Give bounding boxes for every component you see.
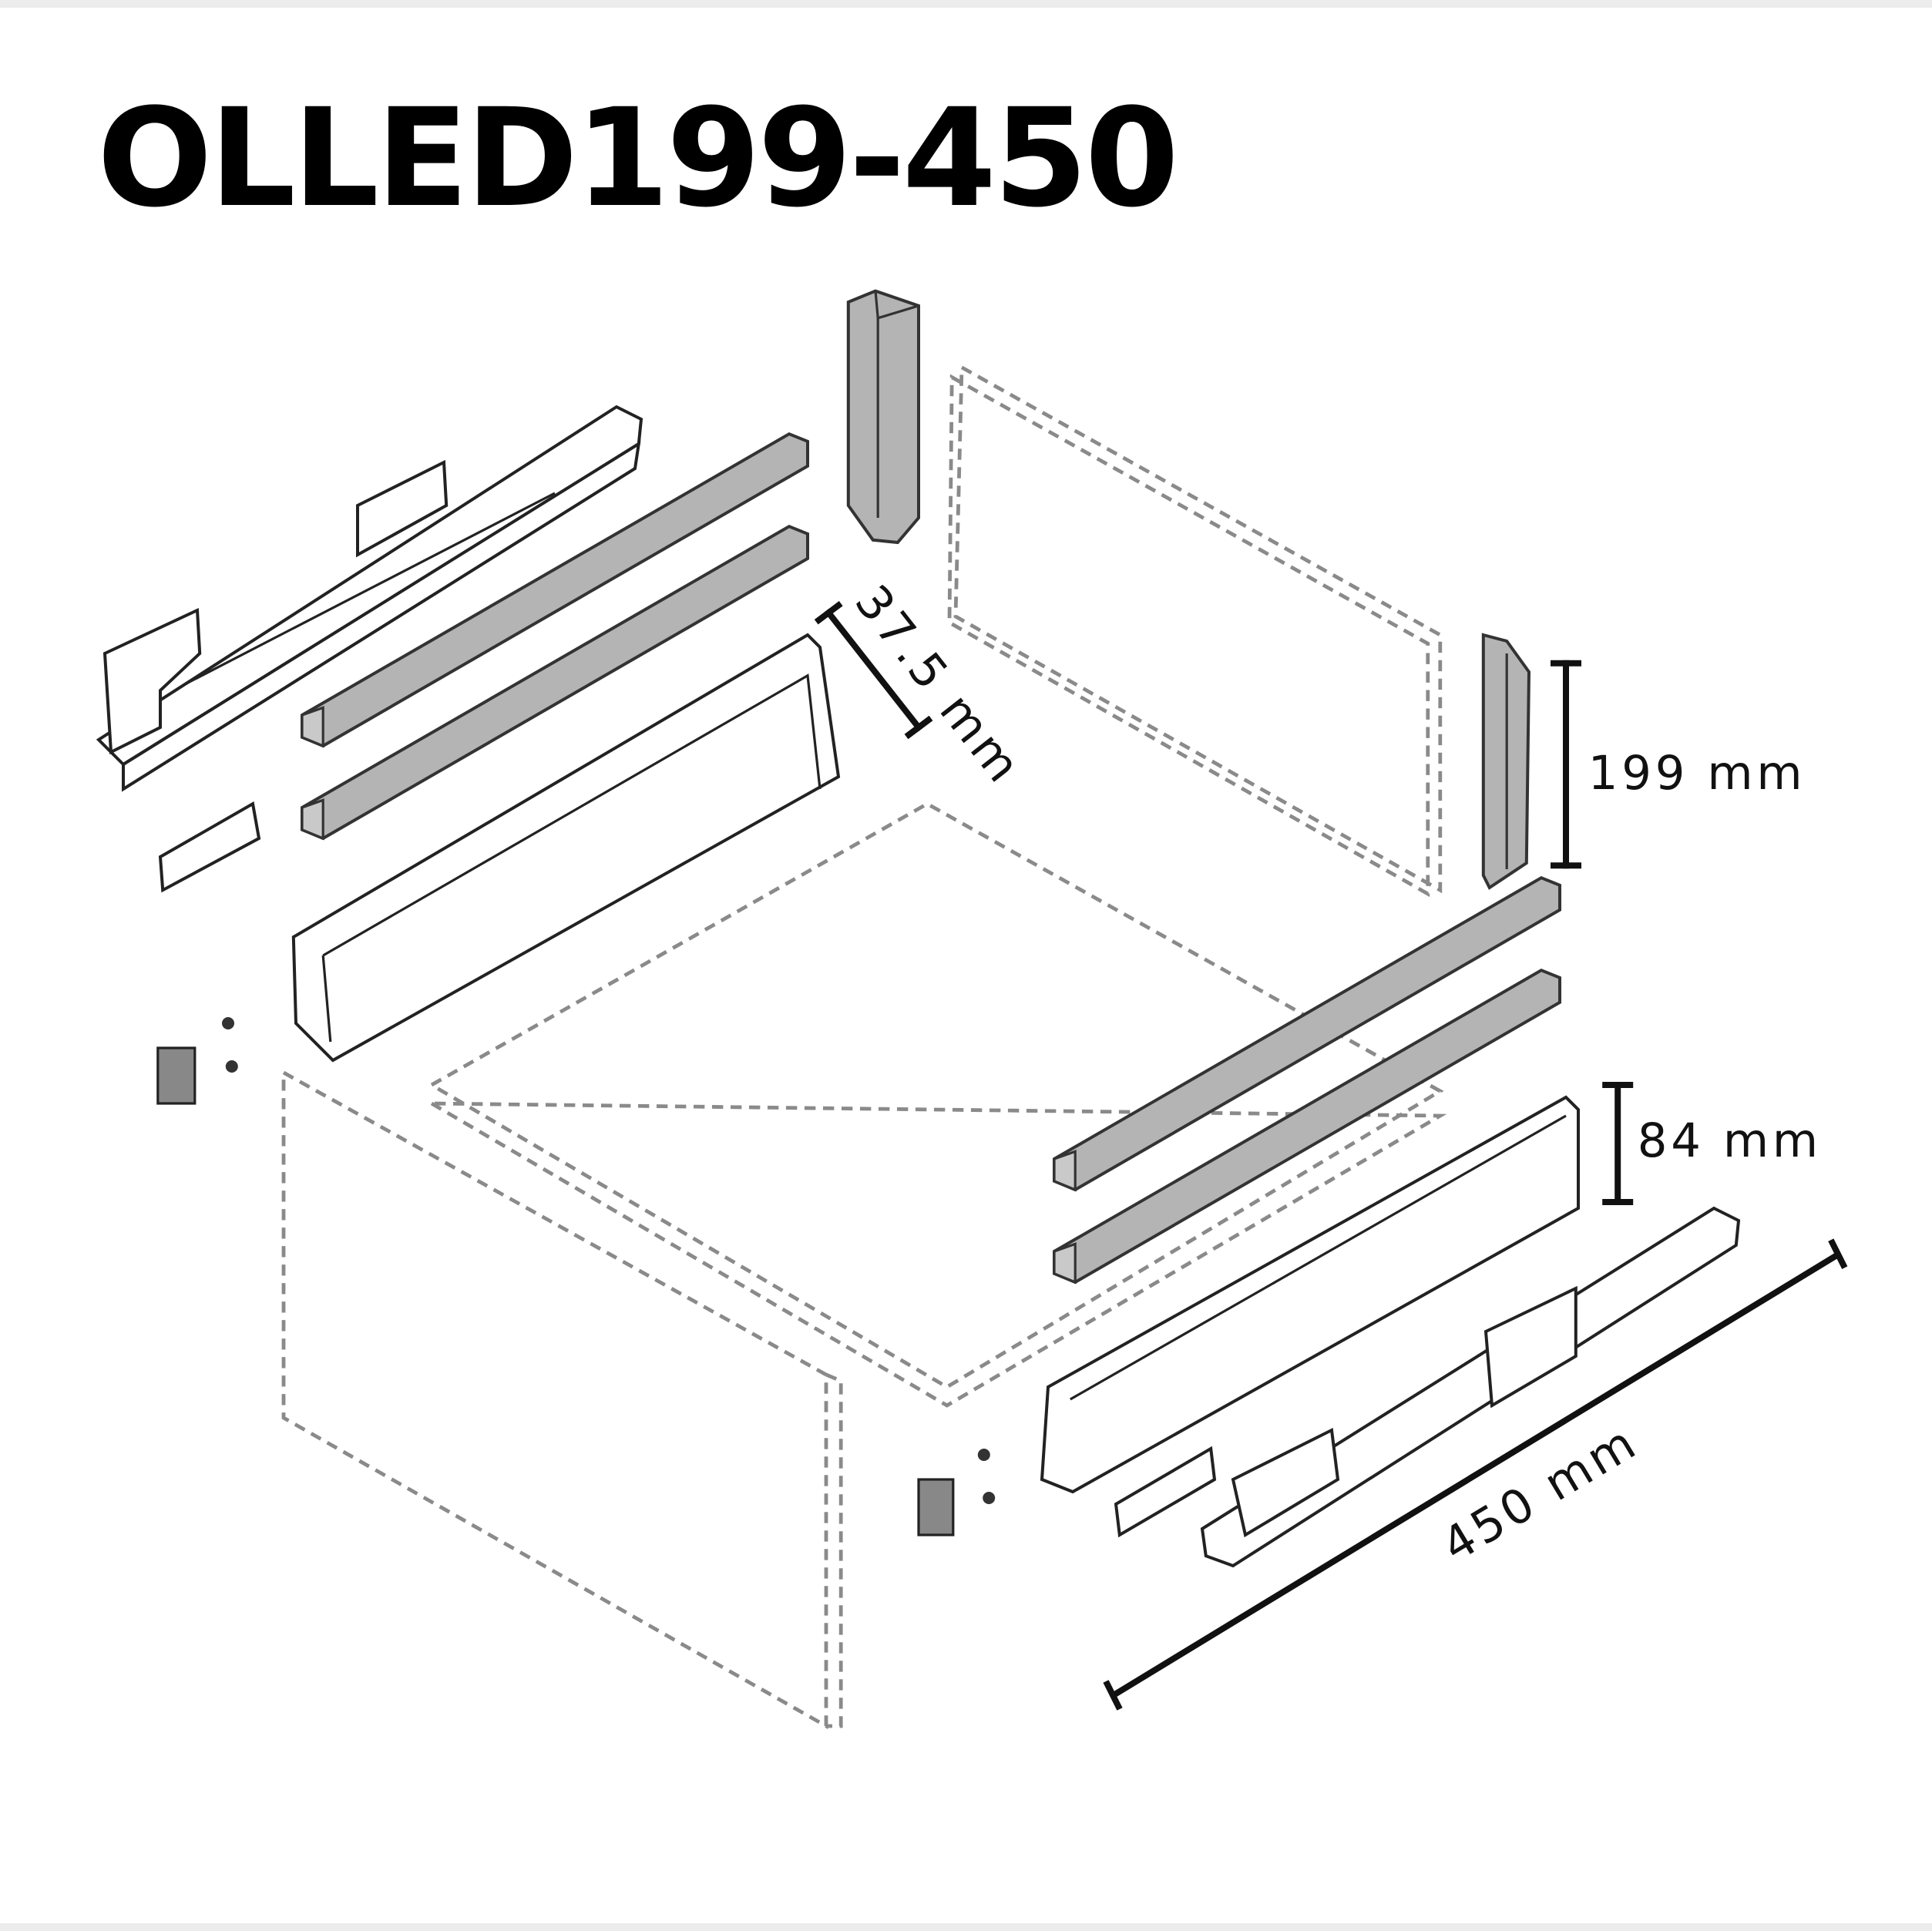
dimension-label-84: 84 mm [1638, 1114, 1822, 1168]
rear-bracket-left [846, 289, 921, 545]
dimension-label-37-5: 37.5 mm [844, 576, 1032, 795]
front-fixing-left [156, 1017, 238, 1105]
bottom-panel-outline [424, 801, 1447, 1408]
dimension-84: 84 mm [1602, 1082, 1822, 1206]
left-side-wall [291, 633, 841, 1063]
right-runner [1200, 1206, 1741, 1568]
left-runner [96, 405, 643, 792]
front-panel-outline [281, 1069, 843, 1730]
bottom-border [0, 1923, 1932, 1931]
back-panel-outline [947, 364, 1443, 898]
left-gallery-rail-lower [301, 524, 810, 841]
dimension-199: 199 mm [1551, 660, 1806, 869]
top-border [0, 0, 1932, 8]
rear-bracket-right [1481, 633, 1531, 890]
right-gallery-rail-upper [1053, 875, 1562, 1192]
dimension-37-5: 37.5 mm [814, 576, 1032, 795]
right-side-wall [1040, 1095, 1581, 1494]
left-gallery-rail-upper [301, 432, 810, 748]
right-gallery-rail-lower [1053, 968, 1562, 1285]
front-fixing-right [917, 1449, 996, 1536]
product-title: OLLED199-450 [97, 79, 1179, 237]
clip-left [158, 801, 261, 893]
dimension-label-199: 199 mm [1588, 747, 1806, 801]
clip-right [1114, 1446, 1217, 1538]
